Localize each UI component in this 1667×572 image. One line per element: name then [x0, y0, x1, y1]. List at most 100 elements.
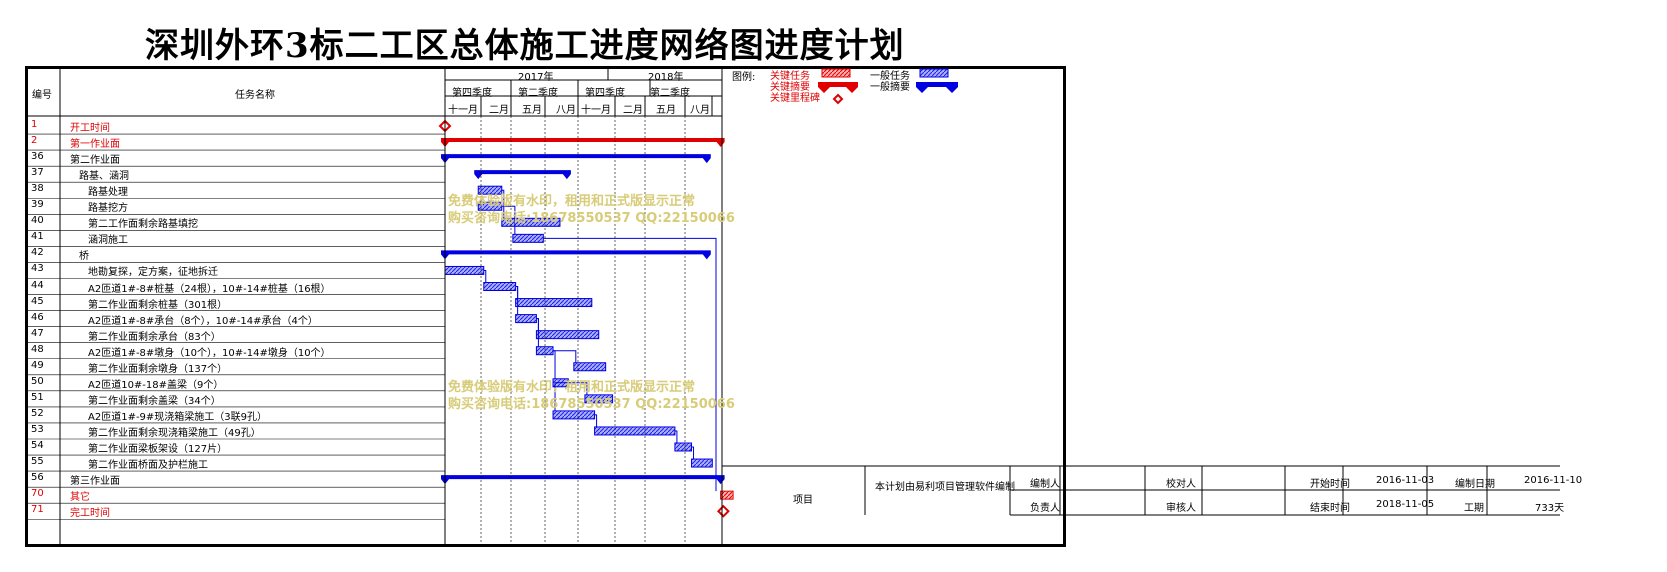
task-id: 49: [31, 359, 44, 371]
summary-bar: [441, 138, 725, 148]
legend-label: 图例:: [732, 72, 756, 83]
footer-compiler-label: 编制人: [1030, 479, 1060, 490]
footer-duration-label: 工期: [1464, 503, 1484, 514]
task-id: 71: [31, 504, 44, 516]
legend-normal-summary-swatch: [916, 82, 958, 93]
legend-critical-summary: 关键摘要: [770, 82, 810, 93]
month-label: 五月: [656, 105, 676, 116]
task-id: 70: [31, 488, 44, 500]
footer-checker-label: 校对人: [1166, 479, 1196, 490]
task-id: 46: [31, 311, 44, 323]
task-name[interactable]: 桥: [79, 251, 89, 263]
task-name[interactable]: 第二作业面剩余现浇箱梁施工（49孔）: [88, 427, 261, 439]
task-id: 38: [31, 183, 44, 195]
dependency-link: [691, 446, 695, 460]
task-name[interactable]: 完工时间: [70, 508, 110, 520]
quarter-label: 第二季度: [518, 88, 558, 99]
task-name[interactable]: 其它: [70, 492, 90, 504]
task-bar: [720, 490, 734, 500]
task-name[interactable]: 路基、涵洞: [79, 171, 129, 183]
task-name[interactable]: 第二作业面: [70, 155, 120, 167]
task-name[interactable]: 开工时间: [70, 123, 110, 134]
footer-project-label: 项目: [793, 495, 813, 506]
task-id: 54: [31, 440, 44, 451]
dependency-link: [483, 269, 487, 283]
dependency-link: [553, 350, 577, 363]
footer-start-value: 2016-11-03: [1376, 475, 1435, 486]
legend-normal-summary: 一般摘要: [870, 82, 910, 93]
task-id: 50: [31, 375, 44, 387]
task-name[interactable]: 第一作业面: [70, 139, 120, 151]
task-id: 56: [31, 472, 44, 484]
footer-owner-label: 负责人: [1030, 503, 1060, 514]
task-id: 41: [31, 231, 44, 243]
task-bar: [444, 265, 485, 275]
dependency-link: [568, 382, 588, 395]
footer-start-label: 开始时间: [1310, 479, 1350, 490]
task-name[interactable]: 第二作业面桥面及护栏施工: [88, 460, 208, 472]
milestone-marker: [716, 504, 730, 518]
task-name[interactable]: 第二作业面剩余桩基（301根）: [88, 299, 228, 311]
legend-normal-task: 一般任务: [870, 71, 910, 82]
legend-critical-summary-swatch: [818, 82, 858, 93]
dependency-link: [501, 205, 516, 235]
dependency-link: [674, 430, 678, 443]
month-label: 二月: [623, 105, 643, 116]
task-bar: [674, 442, 693, 452]
task-id: 48: [31, 343, 44, 355]
month-label: 八月: [690, 105, 710, 116]
task-bar: [594, 426, 676, 436]
summary-bar: [441, 154, 711, 164]
dependency-link: [536, 318, 539, 347]
task-id: 2: [31, 135, 38, 147]
task-name[interactable]: 第二作业面剩余盖梁（34个）: [88, 395, 221, 407]
month-label: 二月: [489, 105, 509, 116]
legend-critical-task: 关键任务: [770, 71, 810, 82]
footer-date-value: 2016-11-10: [1524, 475, 1583, 486]
gantt-frame: [25, 66, 1066, 547]
legend-normal-task-swatch: [919, 68, 949, 78]
dependency-link: [554, 382, 569, 411]
task-id: 40: [31, 215, 44, 227]
task-bar: [691, 458, 713, 468]
task-name[interactable]: 路基挖方: [88, 203, 128, 215]
task-name[interactable]: 第二工作面剩余路基填挖: [88, 219, 198, 231]
task-bar: [535, 330, 600, 340]
task-id: 44: [31, 279, 44, 291]
task-id: 42: [31, 247, 44, 259]
task-name[interactable]: A2匝道10#-18#盖梁（9个）: [88, 379, 224, 391]
footer-reviewer-label: 审核人: [1166, 503, 1196, 514]
year-label-2017: 2017年: [518, 72, 554, 83]
task-name[interactable]: A2匝道1#-8#墩身（10个），10#-14#墩身（10个）: [88, 347, 331, 359]
task-name[interactable]: 第二作业面梁板架设（127片）: [88, 444, 228, 455]
task-name[interactable]: A2匝道1#-9#现浇箱梁施工（3联9孔）: [88, 411, 268, 423]
task-name[interactable]: 路基处理: [88, 187, 128, 199]
task-id: 36: [31, 151, 44, 163]
dependency-link: [501, 189, 505, 219]
dependency-link: [594, 414, 598, 427]
task-name[interactable]: 第二作业面剩余承台（83个）: [88, 331, 221, 343]
column-header-id: 编号: [32, 90, 52, 101]
task-name[interactable]: 第二作业面剩余墩身（137个）: [88, 363, 228, 375]
watermark-line: 购买咨询电话:18678550537 QQ:22150066: [448, 211, 735, 226]
footer-project-note: 本计划由易利项目管理软件编制: [875, 482, 1015, 493]
task-name[interactable]: 地勘复探，定方案，征地拆迁: [88, 267, 218, 279]
footer-duration-value: 733天: [1535, 503, 1565, 514]
watermark-line: 免费体验版有水印，租用和正式版显示正常: [448, 194, 696, 209]
task-name[interactable]: A2匝道1#-8#承台（8个），10#-14#承台（4个）: [88, 315, 318, 327]
task-id: 39: [31, 199, 44, 211]
task-id: 55: [31, 456, 44, 468]
task-name[interactable]: 第三作业面: [70, 476, 120, 488]
task-name[interactable]: A2匝道1#-8#桩基（24根），10#-14#桩基（16根）: [88, 283, 331, 295]
task-id: 45: [31, 295, 44, 307]
quarter-label: 第二季度: [650, 88, 690, 99]
task-name[interactable]: 涵洞施工: [88, 235, 128, 247]
task-id: 51: [31, 391, 44, 403]
summary-bar: [441, 475, 725, 485]
task-bar: [573, 362, 607, 372]
watermark-line: 免费体验版有水印，租用和正式版显示正常: [448, 380, 696, 395]
task-bar: [512, 233, 544, 243]
dependency-link: [515, 286, 519, 315]
quarter-label: 第四季度: [452, 88, 492, 99]
